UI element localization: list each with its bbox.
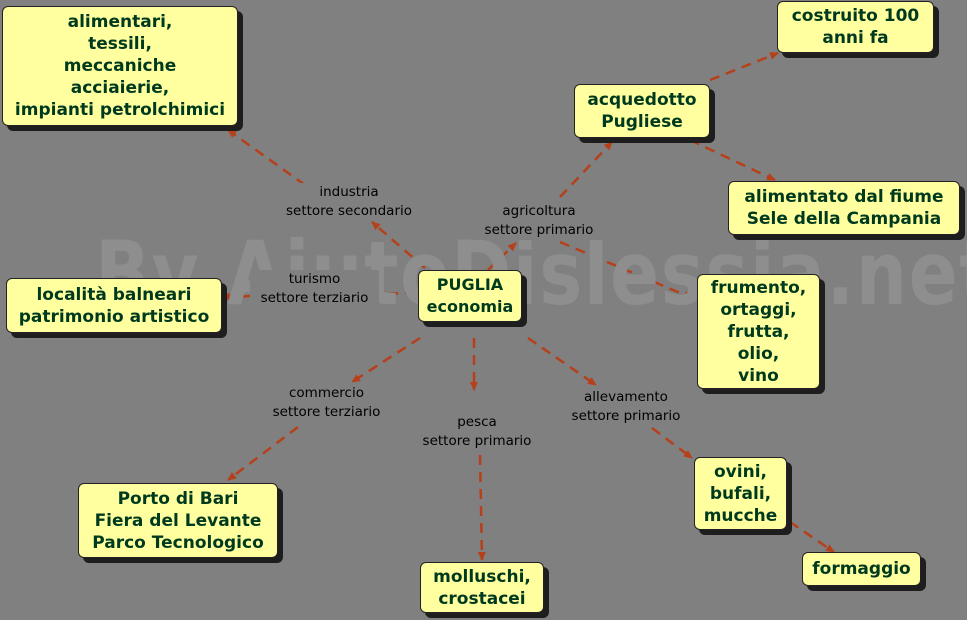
connector-to-industria-label — [371, 221, 426, 269]
connector-to-agricoltura-box — [559, 240, 693, 300]
connector-to-allevamento-label — [527, 336, 597, 387]
connector-to-turismo-box — [221, 292, 253, 301]
connector-to-allevamento-box — [651, 427, 693, 459]
connector-to-agricoltura-label — [487, 242, 517, 271]
connector-to-costruito — [709, 51, 779, 82]
node-formaggio[interactable]: formaggio — [802, 552, 921, 586]
connector-to-acquedotto — [559, 141, 613, 198]
connector-to-industria-box — [227, 128, 306, 187]
connector-to-pesca-box — [477, 454, 486, 561]
link-label-commercio: commercio settore terziario — [262, 384, 391, 422]
node-turismo[interactable]: località balneari patrimonio artistico — [6, 278, 222, 333]
node-allevamento[interactable]: ovini, bufali, mucche — [694, 457, 787, 530]
connector-to-turismo-label — [377, 290, 416, 299]
node-costruito[interactable]: costruito 100 anni fa — [777, 1, 934, 53]
center-node-puglia[interactable]: PUGLIA economia — [418, 270, 522, 322]
connector-to-commercio-label — [351, 336, 421, 384]
link-label-agricoltura: agricoltura settore primario — [472, 202, 606, 240]
node-acquedotto[interactable]: acquedotto Pugliese — [574, 84, 710, 138]
node-commercio[interactable]: Porto di Bari Fiera del Levante Parco Te… — [78, 483, 278, 558]
link-label-allevamento: allevamento settore primario — [558, 388, 694, 426]
connector-to-alimentato — [689, 138, 776, 182]
node-industria[interactable]: alimentari, tessili, meccaniche acciaier… — [2, 6, 238, 126]
link-label-pesca: pesca settore primario — [410, 413, 544, 451]
connector-to-formaggio — [789, 520, 835, 554]
node-pesca[interactable]: molluschi, crostacei — [420, 562, 544, 613]
node-alimentato[interactable]: alimentato dal fiume Sele della Campania — [728, 181, 960, 235]
link-label-turismo: turismo settore terziario — [250, 270, 379, 308]
node-agricoltura[interactable]: frumento, ortaggi, frutta, olio, vino — [697, 274, 820, 389]
connector-to-commercio-box — [227, 426, 299, 481]
link-label-industria: industria settore secondario — [272, 183, 426, 221]
